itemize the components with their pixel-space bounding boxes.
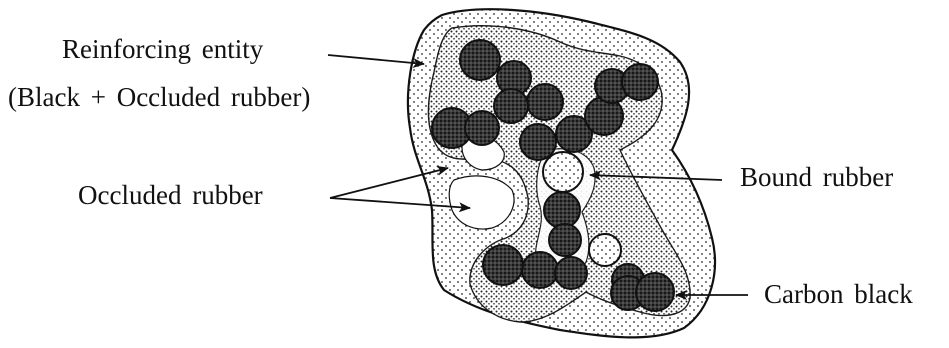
label-reinforcing-entity: Reinforcing entity (62, 36, 263, 63)
label-carbon-black: Carbon black (764, 281, 913, 308)
arrow-reinforcing (328, 55, 424, 64)
label-occluded-rubber: Occluded rubber (78, 182, 263, 209)
label-reinforcing-entity-sub: (Black + Occluded rubber) (8, 84, 310, 111)
label-bound-rubber: Bound rubber (740, 164, 893, 191)
